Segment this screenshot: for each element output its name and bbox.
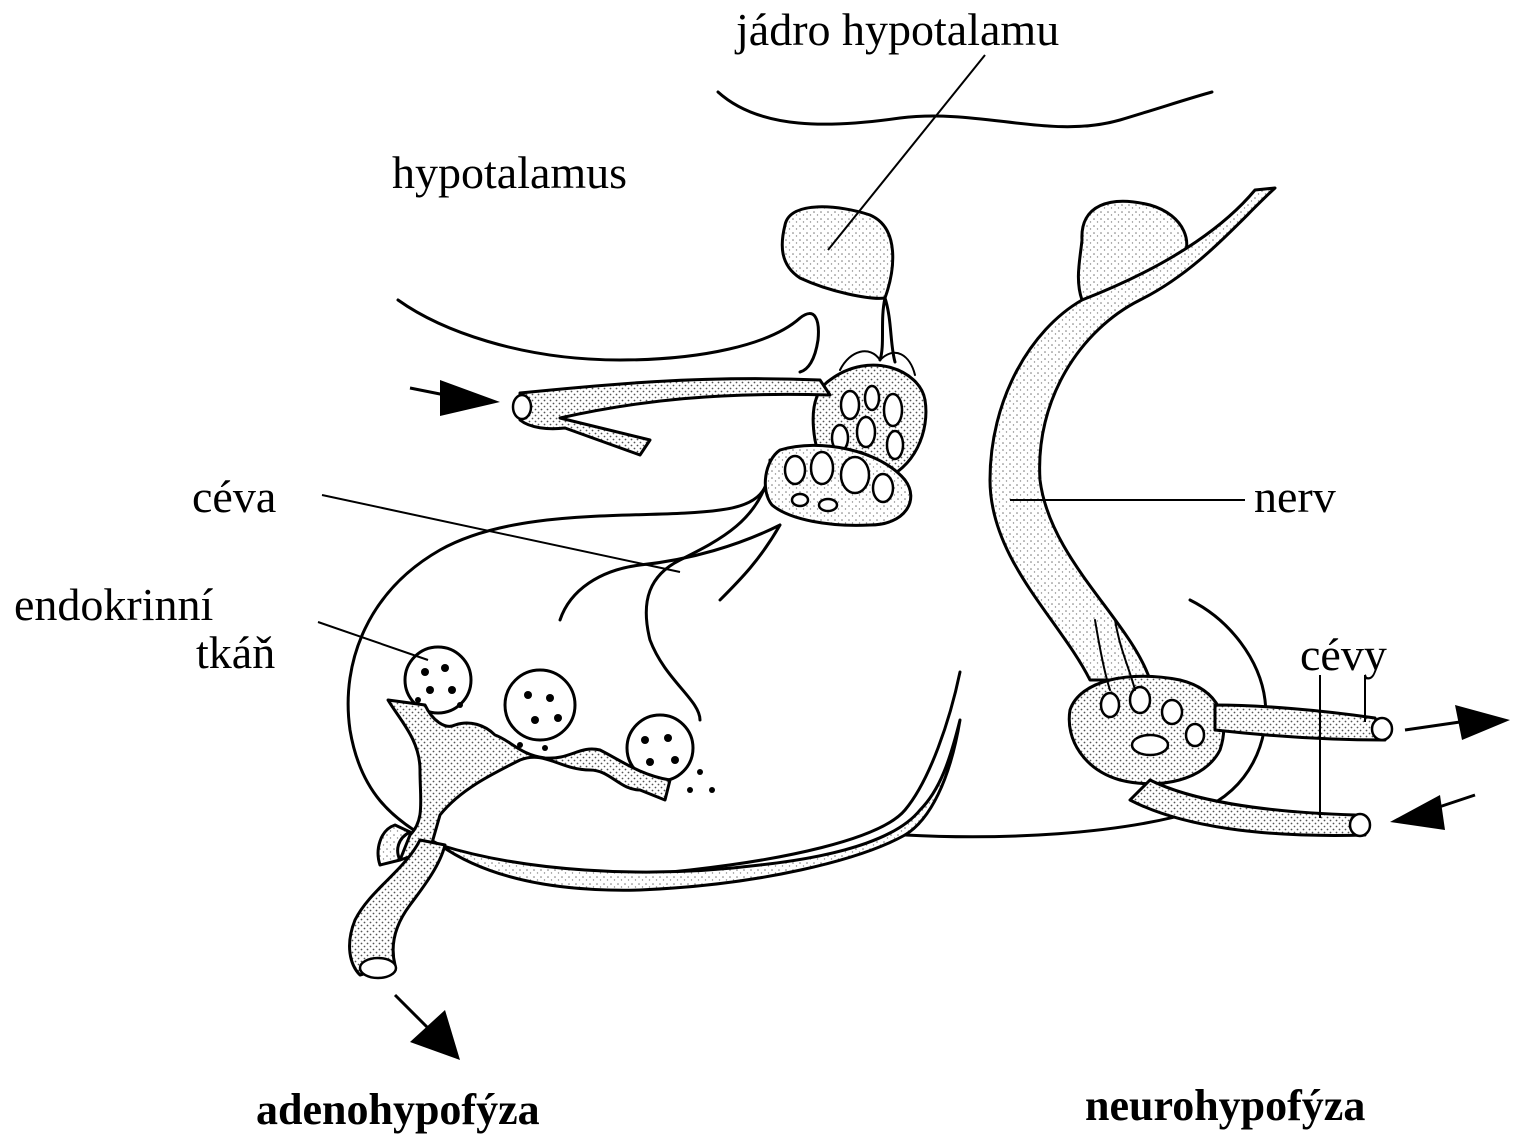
pituitary-stalk <box>646 470 770 720</box>
label-nerve: nerv <box>1254 471 1336 522</box>
portal-vessel <box>560 525 780 620</box>
leader-nucleus <box>828 55 985 250</box>
label-vessel: céva <box>192 471 276 522</box>
incoming-vessel-right-opening <box>1350 814 1370 836</box>
label-vessels: cévy <box>1300 629 1387 680</box>
arrow-in-right <box>1390 795 1475 830</box>
nucleus-neuron-left <box>782 207 893 298</box>
leader-endocrine <box>318 622 428 660</box>
arrow-out-right <box>1405 705 1510 740</box>
arrow-in-left <box>410 380 500 416</box>
hypothalamus-lower-curve <box>398 300 818 372</box>
label-neurohypophysis: neurohypofýza <box>1085 1081 1365 1130</box>
label-endocrine-line1: endokrinní <box>14 579 214 630</box>
outgoing-vessel-right-opening <box>1372 718 1392 740</box>
outgoing-vessel-right <box>1215 705 1385 740</box>
arrow-out-bottom <box>395 995 460 1060</box>
label-hypothalamus: hypotalamus <box>392 147 627 198</box>
exit-vessel-adeno-opening <box>360 958 396 978</box>
hypothalamus-upper-curve <box>718 92 1212 127</box>
incoming-vessel-right <box>1130 780 1365 835</box>
leader-vessel <box>322 495 680 572</box>
label-nucleus: jádro hypotalamu <box>734 4 1059 55</box>
label-endocrine-line2: tkáň <box>196 627 275 678</box>
leader-vessels <box>1320 675 1365 818</box>
incoming-vessel-opening <box>513 395 531 419</box>
incoming-vessel <box>520 379 830 455</box>
label-adenohypophysis: adenohypofýza <box>256 1085 540 1134</box>
